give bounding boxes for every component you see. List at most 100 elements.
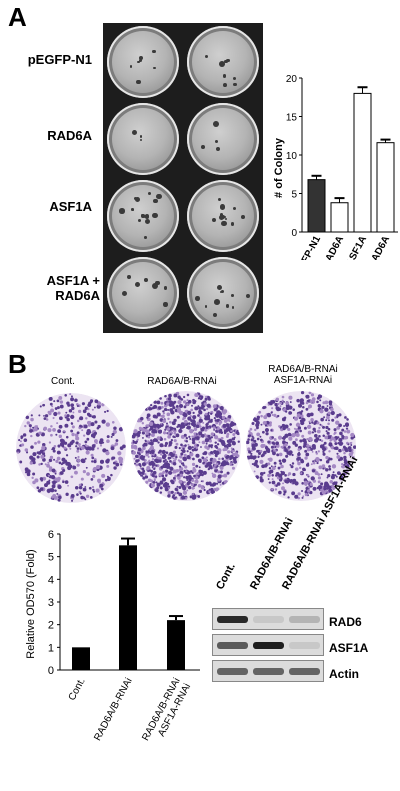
cell-dot: [193, 424, 196, 428]
cell-dot: [198, 489, 203, 494]
cell-dot: [248, 434, 252, 437]
cell-dot: [184, 465, 188, 469]
cell-dot: [301, 434, 305, 438]
cell-dot: [264, 446, 269, 450]
cell-dot: [156, 412, 161, 417]
cell-dot: [194, 483, 197, 486]
cell-dot: [264, 424, 268, 427]
cell-dot: [70, 395, 73, 398]
cell-dot: [205, 456, 208, 459]
cell-dot: [32, 426, 35, 429]
cell-dot: [252, 417, 257, 422]
colony-spot: [231, 293, 235, 297]
colony-spot: [138, 56, 144, 61]
cell-dot: [189, 495, 193, 499]
cell-dot: [144, 440, 147, 443]
cell-dot: [38, 414, 41, 417]
cell-dot: [48, 466, 53, 470]
cell-dot: [206, 407, 209, 411]
cell-dot: [51, 484, 56, 489]
cell-dot: [170, 490, 174, 494]
cell-dot: [255, 426, 259, 430]
cell-dot: [172, 461, 177, 466]
cell-dot: [283, 416, 287, 420]
blot-label-rad6: RAD6: [329, 615, 362, 629]
cell-dot: [206, 422, 209, 425]
cell-dot: [218, 457, 221, 461]
cell-dot: [137, 459, 140, 462]
cell-dot: [192, 495, 197, 500]
colony-spot: [144, 215, 147, 218]
cell-dot: [270, 400, 274, 404]
cell-dot: [178, 479, 183, 484]
cell-dot: [326, 431, 330, 435]
cell-dot: [325, 430, 328, 433]
cell-dot: [326, 415, 330, 420]
cell-dot: [160, 453, 163, 456]
cell-dot: [219, 470, 223, 474]
cell-dot: [56, 450, 61, 455]
cell-dot: [67, 484, 70, 487]
cell-dot: [56, 399, 60, 403]
cell-dot: [178, 403, 184, 409]
cell-dot: [25, 451, 29, 454]
cell-dot: [172, 471, 175, 474]
cell-dot: [174, 487, 178, 491]
cell-dot: [19, 440, 22, 443]
cell-dot: [160, 401, 164, 405]
cell-dot: [172, 450, 176, 454]
cell-dot: [84, 486, 87, 488]
cell-dot: [177, 400, 182, 405]
cell-dot: [190, 483, 194, 487]
cell-dot: [76, 493, 79, 496]
cell-dot: [91, 444, 96, 448]
colony-spot: [204, 304, 208, 308]
cell-dot: [151, 455, 154, 458]
cell-dot: [164, 428, 167, 431]
cell-dot: [204, 438, 210, 443]
blot-band: [217, 616, 248, 623]
cell-dot: [270, 465, 273, 468]
cell-dot: [274, 488, 278, 491]
cell-dot: [347, 461, 351, 465]
cell-dot: [104, 410, 107, 413]
cell-dot: [151, 473, 156, 478]
cell-dot: [208, 465, 213, 470]
cell-dot: [320, 424, 323, 427]
cell-dot: [53, 400, 56, 403]
colony-spot: [222, 82, 227, 87]
cell-dot: [271, 413, 274, 416]
cell-dot: [270, 411, 273, 414]
cell-dot: [270, 429, 273, 432]
cell-dot: [144, 475, 149, 479]
cell-dot: [153, 406, 156, 409]
cell-dot: [76, 463, 80, 467]
cell-dot: [156, 436, 161, 440]
cell-dot: [212, 426, 216, 430]
colony-spot: [230, 222, 235, 226]
colony-spot: [204, 55, 208, 59]
cell-dot: [258, 451, 262, 455]
cell-dot: [345, 422, 349, 427]
cell-dot: [211, 473, 217, 479]
cell-dot: [306, 437, 309, 441]
colony-spot: [224, 218, 227, 221]
cell-dot: [289, 463, 292, 466]
cell-dot: [63, 430, 65, 433]
cell-dot: [141, 427, 145, 432]
cell-dot: [62, 468, 66, 473]
cell-dot: [216, 464, 219, 468]
cell-dot: [182, 490, 188, 495]
cell-dot: [314, 420, 317, 423]
cell-dot: [196, 444, 200, 447]
cell-dot: [95, 488, 100, 493]
cell-dot: [184, 444, 187, 447]
colony-count-chart: # of Colony 05101520pEGFP-N1RAD6AASF1AAS…: [273, 74, 398, 260]
cell-dot: [75, 445, 78, 448]
cell-dot: [294, 494, 299, 499]
cell-dot: [262, 405, 266, 410]
cell-dot: [167, 435, 171, 439]
cell-dot: [322, 425, 326, 429]
cell-dot: [312, 477, 315, 480]
cell-dot: [149, 426, 154, 431]
